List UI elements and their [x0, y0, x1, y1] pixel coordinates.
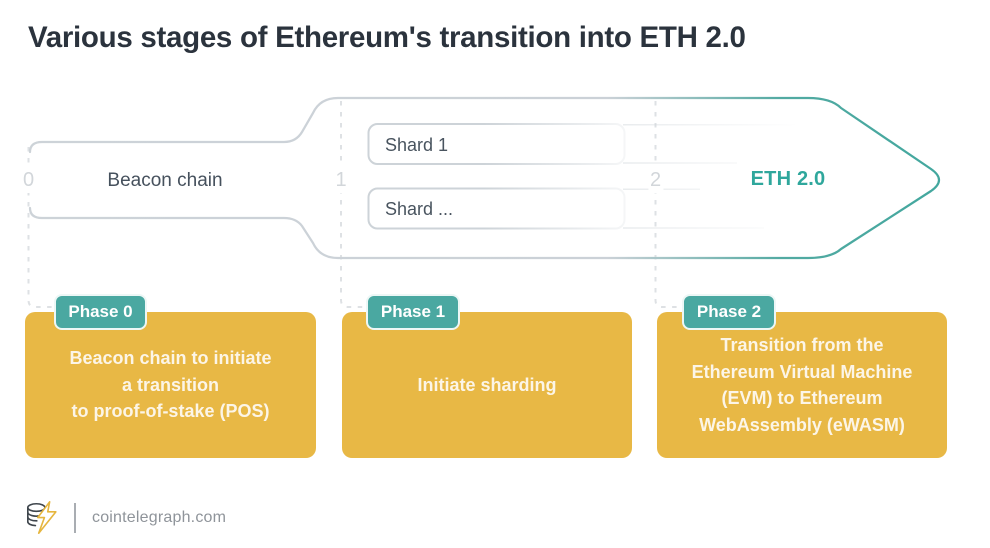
timeline-band-outline: [28, 96, 941, 260]
footer: cointelegraph.com: [24, 498, 226, 538]
timeline-marker-2: 2: [647, 167, 664, 193]
cointelegraph-logo-icon: [26, 501, 57, 535]
shard-1-label: Shard 1: [385, 135, 449, 155]
dashed-line-phase0: [27, 147, 53, 308]
beacon-chain-label: Beacon chain: [107, 170, 223, 191]
phase-2-card: Transition from the Ethereum Virtual Mac…: [657, 312, 947, 458]
lightning-icon: [36, 501, 57, 535]
phase-1-card: Initiate sharding: [342, 312, 632, 458]
timeline-marker-1: 1: [333, 167, 349, 193]
page-title: Various stages of Ethereum's transition …: [28, 21, 746, 54]
timeline-marker-0: 0: [20, 167, 37, 193]
phase-0-card: Beacon chain to initiate a transition to…: [25, 312, 316, 458]
phase-2-badge: Phase 2: [682, 294, 776, 330]
phase-0-badge: Phase 0: [54, 294, 147, 330]
shard-n-box: [367, 187, 626, 230]
shard-1-box: [367, 123, 626, 165]
phase-1-badge: Phase 1: [366, 294, 460, 330]
dashed-line-phase1: [340, 101, 365, 308]
footer-divider: [74, 503, 76, 533]
shard-n-label: Shard ...: [385, 199, 454, 219]
eth2-label: ETH 2.0: [750, 168, 826, 190]
footer-site-label: cointelegraph.com: [92, 509, 227, 526]
shard-echo-lines: [623, 124, 795, 229]
dashed-line-phase2: [654, 101, 681, 308]
dashed-connectors: [27, 101, 681, 308]
